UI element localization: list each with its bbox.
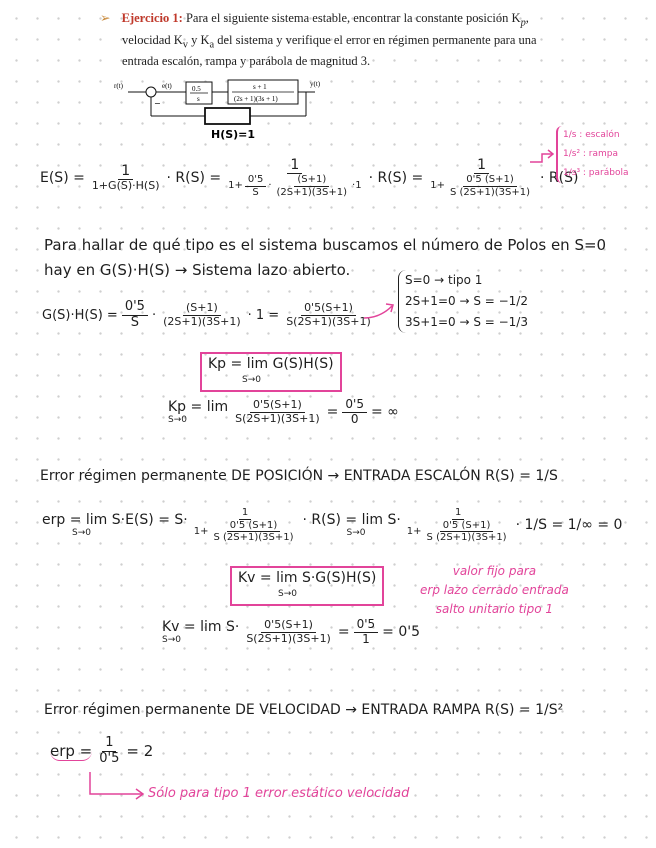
pole-2: 3S+1=0 → S = −1/3 xyxy=(405,315,528,329)
input-types-note: 1/s : escalón 1/s² : rampa 1/s³ : parábo… xyxy=(556,126,629,183)
velocity-heading: Error régimen permanente DE VELOCIDAD → … xyxy=(44,702,564,718)
pink-arrow-icon xyxy=(363,303,394,319)
block1-den: s xyxy=(197,95,200,103)
velocity-note: Sólo para tipo 1 error estático velocida… xyxy=(148,786,410,801)
output-label: y(t) xyxy=(310,80,321,88)
summing-junction xyxy=(145,86,157,98)
es-frac-1: 1 1+G(S)·H(S) xyxy=(91,162,160,192)
pink-arrow-icon xyxy=(530,149,555,163)
block2-den: (2s + 1)(3s + 1) xyxy=(234,95,278,103)
feedback-label: H(S)=1 xyxy=(211,128,255,141)
kv-calculation: Kv = lim S·S→0 0'5(S+1)S(2S+1)(3S+1) = 0… xyxy=(162,617,421,646)
exercise-statement: ➢ Ejercicio 1: Para el siguiente sistema… xyxy=(100,10,537,70)
note-step: 1/s : escalón xyxy=(563,130,620,140)
block2-num: s + 1 xyxy=(253,83,267,91)
poles-list: S=0 → tipo 1 2S+1=0 → S = −1/2 3S+1=0 → … xyxy=(398,270,528,333)
pink-arrow-icon xyxy=(89,772,145,800)
kp-definition: Kp = lim G(S)H(S) S→0 xyxy=(200,352,342,392)
exercise-line-2: velocidad Kv y Ka del sistema y verifiqu… xyxy=(122,32,537,51)
es-frac-3: 1 1+ 0'5 (S+1)S (2S+1)(3S+1) xyxy=(430,157,531,198)
type-explanation: Para hallar de qué tipo es el sistema bu… xyxy=(44,236,607,279)
exercise-label: Ejercicio 1: xyxy=(121,11,183,25)
pole-1: 2S+1=0 → S = −1/2 xyxy=(405,294,528,308)
note-parabola: 1/s³ : parábola xyxy=(563,168,629,178)
note-ramp: 1/s² : rampa xyxy=(563,149,619,159)
exercise-line-3: entrada escalón, rampa y parábola de mag… xyxy=(122,54,371,68)
pole-0: S=0 → tipo 1 xyxy=(405,273,483,287)
exercise-line-1: ➢ Ejercicio 1: Para el siguiente sistema… xyxy=(100,11,529,29)
kv-definition: Kv = lim S·G(S)H(S) S→0 xyxy=(230,566,385,606)
kv-note: valor fijo para erp lazo cerrado entrada… xyxy=(420,564,569,616)
sum-sign: − xyxy=(154,99,161,108)
bullet-arrow-icon: ➢ xyxy=(100,11,111,25)
block-diagram: r(t) e(t) y(t) − 0.5 s s + 1 (2s + 1)(3s… xyxy=(114,79,321,141)
error-label: e(t) xyxy=(162,82,172,90)
position-heading: Error régimen permanente DE POSICIÓN → E… xyxy=(40,468,558,484)
block1-num: 0.5 xyxy=(192,85,201,93)
erp-position: erp = lim S·E(S) = S·S→0 1 1+ 0'5 (S+1)S… xyxy=(42,507,623,543)
feedback-block xyxy=(204,107,251,125)
input-label: r(t) xyxy=(114,82,124,90)
